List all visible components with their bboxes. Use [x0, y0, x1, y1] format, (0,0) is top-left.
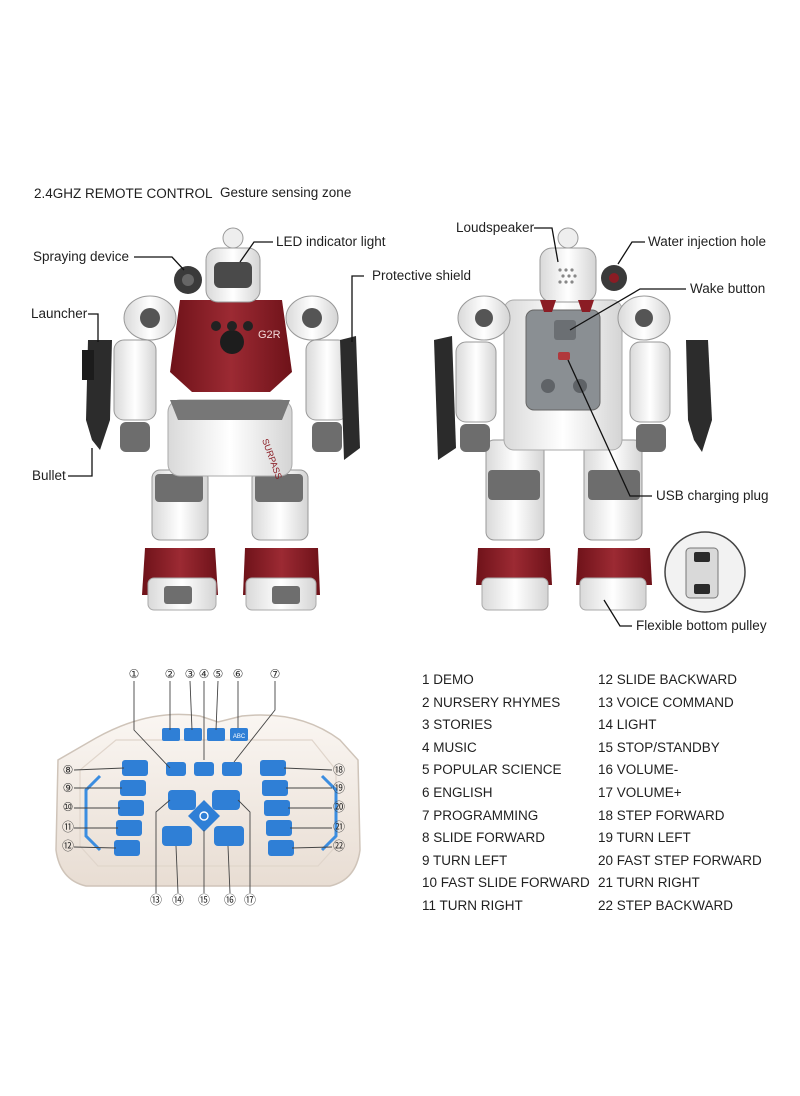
legend-item: 4 MUSIC — [422, 739, 477, 755]
legend-item: 17 VOLUME+ — [598, 784, 682, 800]
legend-item: 20 FAST STEP FORWARD — [598, 852, 762, 868]
gesture-title: Gesture sensing zone — [220, 185, 352, 200]
legend-item: 11 TURN RIGHT — [422, 897, 523, 913]
callout-number: ⑰ — [243, 893, 257, 907]
remote-title: 2.4GHZ REMOTE CONTROL — [34, 186, 213, 201]
label-usb-charging-plug: USB charging plug — [656, 488, 769, 503]
callout-number: ⑨ — [62, 781, 74, 795]
callout-number: ⑫ — [61, 839, 75, 853]
legend-item: 8 SLIDE FORWARD — [422, 830, 546, 846]
legend-item: 2 NURSERY RHYMES — [422, 694, 561, 710]
label-water-injection-hole: Water injection hole — [648, 234, 767, 249]
legend-item: 3 STORIES — [422, 717, 493, 733]
legend-item: 16 VOLUME- — [598, 762, 679, 778]
label-flexible-bottom-pulley: Flexible bottom pulley — [636, 618, 767, 633]
callout-number: ⑥ — [232, 667, 244, 681]
legend-item: 10 FAST SLIDE FORWARD — [422, 875, 590, 891]
remote-callout-lines — [73, 680, 333, 894]
front-robot: SURPASS G2R — [82, 227, 360, 611]
legend-item: 12 SLIDE BACKWARD — [598, 672, 738, 687]
callout-number: ① — [128, 667, 140, 681]
legend-item: 5 POPULAR SCIENCE — [422, 762, 562, 778]
callout-number: ⑬ — [149, 893, 163, 907]
label-wake-button: Wake button — [690, 281, 766, 296]
callout-number: ⑳ — [332, 800, 346, 814]
legend-item: 7 PROGRAMMING — [422, 807, 539, 823]
callout-number: ⑦ — [269, 667, 281, 681]
callout-number: ⑭ — [171, 893, 185, 907]
legend-item: 6 ENGLISH — [422, 784, 493, 800]
callout-number: ⑧ — [62, 763, 74, 777]
robot-badge: G2R — [258, 329, 281, 341]
callout-number: ⑯ — [223, 893, 237, 907]
legend-item: 14 LIGHT — [598, 717, 657, 733]
pulley-zoom — [664, 531, 746, 613]
label-bullet: Bullet — [32, 468, 66, 483]
legend-item: 9 TURN LEFT — [422, 852, 508, 868]
legend-item: 1 DEMO — [422, 672, 474, 687]
callout-number: ⑩ — [62, 800, 74, 814]
callout-number: ② — [164, 667, 176, 681]
label-launcher: Launcher — [31, 306, 88, 321]
callout-number: ⑮ — [197, 893, 211, 907]
callout-number: ⑲ — [332, 781, 346, 795]
remote-control: ABC — [55, 713, 361, 887]
label-spraying-device: Spraying device — [33, 249, 130, 264]
callout-number: ㉑ — [332, 820, 346, 834]
legend-left: 1 DEMO 2 NURSERY RHYMES 3 STORIES 4 MUSI… — [422, 669, 590, 918]
legend-item: 21 TURN RIGHT — [598, 875, 700, 891]
callout-number: ⑪ — [61, 820, 75, 834]
legend-item: 15 STOP/STANDBY — [598, 739, 720, 755]
callout-number: ⑤ — [212, 667, 224, 681]
callout-number: ⑱ — [332, 763, 346, 777]
callout-number: ㉒ — [332, 839, 346, 853]
label-protective-shield: Protective shield — [372, 268, 472, 283]
legend-item: 22 STEP BACKWARD — [598, 897, 734, 913]
callout-number: ④ — [198, 667, 210, 681]
legend-right: 12 SLIDE BACKWARD 13 VOICE COMMAND 14 LI… — [598, 669, 762, 918]
legend-item: 18 STEP FORWARD — [598, 807, 725, 823]
front-leader-lines — [68, 241, 364, 477]
label-led-indicator: LED indicator light — [276, 234, 386, 249]
label-loudspeaker: Loudspeaker — [456, 220, 535, 235]
legend-item: 13 VOICE COMMAND — [598, 694, 734, 710]
callout-number: ③ — [184, 667, 196, 681]
legend-item: 19 TURN LEFT — [598, 830, 691, 846]
back-leader-lines — [534, 227, 686, 627]
abc-key-label: ABC — [233, 734, 246, 740]
